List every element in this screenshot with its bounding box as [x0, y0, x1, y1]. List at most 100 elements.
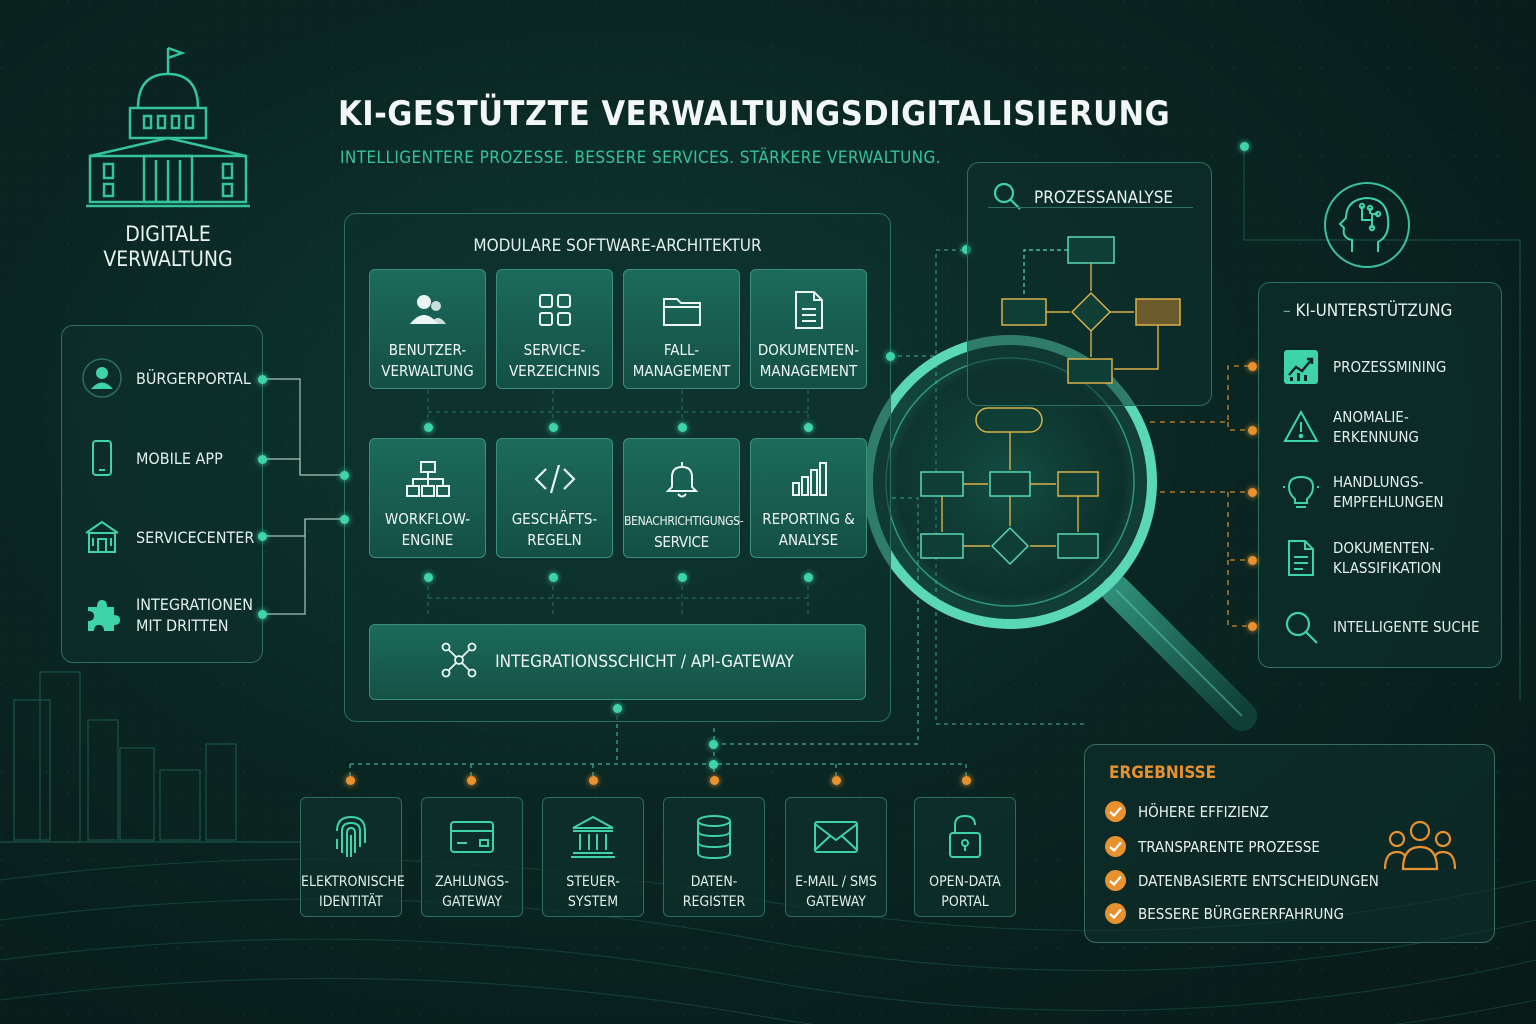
warning-icon	[1283, 409, 1319, 445]
connector-dot	[1248, 622, 1257, 631]
connector-dot	[804, 573, 813, 582]
check-icon	[1105, 870, 1126, 891]
module-benutzerverwaltung[interactable]: Benutzer-verwaltung	[369, 269, 486, 389]
result-item: Höhere Effizienz	[1105, 801, 1269, 822]
connector-dot	[709, 740, 718, 749]
service-elektronische-identitaet[interactable]: ElektronischeIdentität	[300, 797, 405, 917]
people-group-icon	[1383, 819, 1457, 877]
code-icon	[497, 457, 612, 501]
connector-dot	[467, 776, 476, 785]
result-item: Bessere Bürgererfahrung	[1105, 903, 1344, 924]
module-serviceverzeichnis[interactable]: Service-verzeichnis	[496, 269, 613, 389]
smartphone-icon	[82, 438, 122, 478]
module-benachrichtigungsservice[interactable]: Benachrichtigungs-service	[623, 438, 744, 558]
connector-dot	[258, 375, 267, 384]
credit-card-icon	[422, 810, 522, 864]
user-icon	[82, 358, 122, 398]
users-icon	[370, 288, 485, 332]
results-title: Ergebnisse	[1109, 763, 1217, 783]
brand-label: Digitale Verwaltung	[103, 222, 233, 271]
api-gateway-layer[interactable]: Integrationsschicht / API-Gateway	[369, 624, 866, 700]
connector-dot	[832, 776, 841, 785]
document-icon	[751, 288, 866, 332]
puzzle-icon	[82, 595, 122, 635]
ai-support-title: – KI-Unterstützung	[1283, 301, 1453, 321]
connector-dot	[258, 532, 267, 541]
government-building-icon	[86, 44, 250, 214]
connector-dot	[678, 423, 687, 432]
lock-icon	[915, 810, 1015, 864]
bar-chart-icon	[751, 457, 866, 501]
channel-integrationen[interactable]: Integrationen mit Dritten	[82, 594, 253, 636]
channel-servicecenter[interactable]: Servicecenter	[82, 517, 254, 557]
check-icon	[1105, 801, 1126, 822]
check-icon	[1105, 903, 1126, 924]
result-item: Transparente Prozesse	[1105, 836, 1320, 857]
connector-dot	[710, 776, 719, 785]
connector-dot	[613, 704, 622, 713]
service-steuersystem[interactable]: Steuer-system	[542, 797, 644, 917]
connector-dot	[1248, 556, 1257, 565]
document-icon	[1283, 540, 1319, 576]
ai-item-dokumentenklassifikation[interactable]: Dokumenten-klassifikation	[1283, 538, 1441, 578]
fingerprint-icon	[301, 810, 401, 864]
ai-support-panel: – KI-Unterstützung Prozessmining Anomali…	[1258, 282, 1502, 668]
connector-dot	[258, 610, 267, 619]
module-workflow-engine[interactable]: Workflow-Engine	[369, 438, 486, 558]
channel-mobile-app[interactable]: Mobile App	[82, 438, 223, 478]
connector-dot	[804, 423, 813, 432]
service-open-data-portal[interactable]: Open-DataPortal	[914, 797, 1016, 917]
connector-dot	[340, 515, 349, 524]
connector-dot	[549, 573, 558, 582]
page-title: KI-gestützte Verwaltungsdigitalisierung	[338, 94, 1171, 134]
check-icon	[1105, 836, 1126, 857]
architecture-title: Modulare Software-Architektur	[473, 236, 762, 256]
channel-buergerportal[interactable]: Bürgerportal	[82, 358, 251, 398]
process-analysis-title: Prozessanalyse	[1034, 188, 1174, 208]
connector-dot	[886, 352, 895, 361]
module-dokumentenmanagement[interactable]: Dokumenten-management	[750, 269, 867, 389]
institution-icon	[543, 810, 643, 864]
folder-icon	[624, 288, 739, 332]
connector-dot	[1240, 142, 1249, 151]
connector-dot	[1248, 488, 1257, 497]
connector-dot	[962, 245, 971, 254]
process-flowchart	[1001, 236, 1181, 384]
process-flow-inside-lens	[920, 407, 1099, 566]
architecture-panel: Modulare Software-Architektur Benutzer-v…	[344, 213, 891, 722]
ai-brain-icon	[1322, 180, 1412, 274]
ai-item-intelligente-suche[interactable]: Intelligente Suche	[1283, 609, 1480, 645]
process-analysis-panel: Prozessanalyse	[967, 162, 1212, 406]
service-zahlungsgateway[interactable]: Zahlungs-gateway	[421, 797, 523, 917]
service-email-sms-gateway[interactable]: E-Mail / SMSGateway	[785, 797, 887, 917]
connector-dot	[424, 573, 433, 582]
ai-item-prozessmining[interactable]: Prozessmining	[1283, 349, 1446, 385]
envelope-icon	[786, 810, 886, 864]
service-datenregister[interactable]: Daten-register	[663, 797, 765, 917]
hierarchy-icon	[370, 457, 485, 501]
connector-dot	[1248, 362, 1257, 371]
connector-dot	[346, 776, 355, 785]
module-geschaeftsregeln[interactable]: Geschäfts-regeln	[496, 438, 613, 558]
service-building-icon	[82, 517, 122, 557]
connector-dot	[678, 573, 687, 582]
channels-panel: Bürgerportal Mobile App Servicecenter	[61, 325, 263, 663]
network-icon	[441, 642, 477, 683]
database-icon	[664, 810, 764, 864]
connector-dot	[549, 423, 558, 432]
grid-icon	[497, 288, 612, 332]
connector-dot	[589, 776, 598, 785]
search-icon	[1283, 609, 1319, 645]
line-chart-icon	[1283, 349, 1319, 385]
connector-dot	[709, 760, 718, 769]
result-item: Datenbasierte Entscheidungen	[1105, 870, 1379, 891]
module-fallmanagement[interactable]: Fall-management	[623, 269, 740, 389]
connector-dot	[340, 471, 349, 480]
connector-dot	[424, 423, 433, 432]
bell-icon	[624, 457, 739, 501]
lightbulb-icon	[1283, 474, 1319, 510]
ai-item-handlungsempfehlungen[interactable]: Handlungs-empfehlungen	[1283, 472, 1444, 512]
connector-dot	[962, 776, 971, 785]
ai-item-anomalieerkennung[interactable]: Anomalie-erkennung	[1283, 407, 1419, 447]
module-reporting-analyse[interactable]: Reporting &Analyse	[750, 438, 867, 558]
